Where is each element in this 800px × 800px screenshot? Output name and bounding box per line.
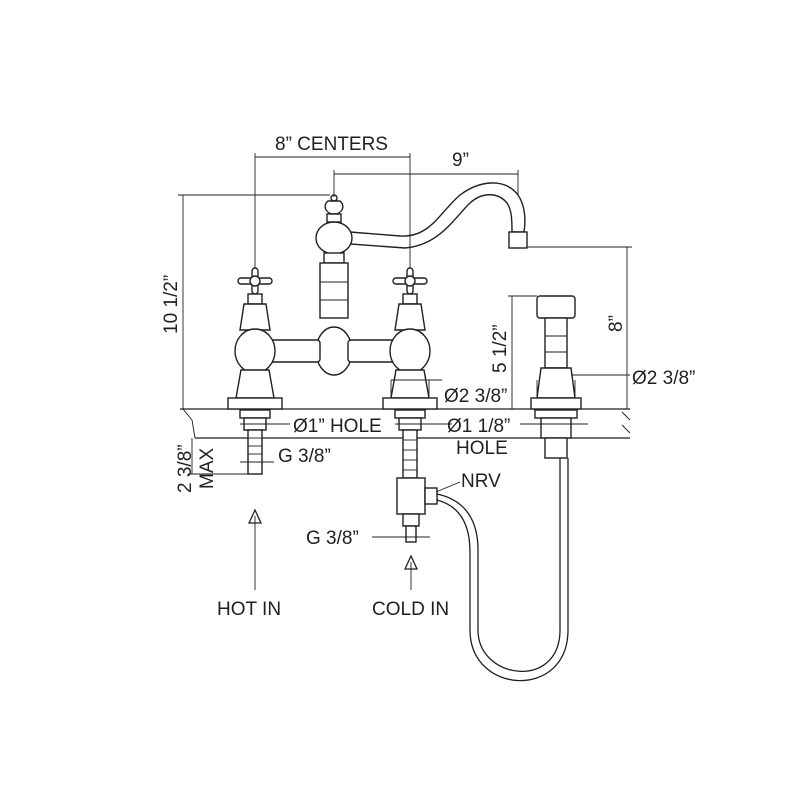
label-spout-reach: 9” — [452, 150, 469, 171]
label-hot-in: HOT IN — [217, 599, 281, 620]
label-nrv: NRV — [461, 471, 501, 492]
hot-valve-pillar — [227, 267, 283, 410]
bridge-faucet — [227, 182, 582, 410]
central-column — [315, 194, 353, 376]
label-hole-small: Ø1” HOLE — [293, 416, 382, 437]
label-centers: 8” CENTERS — [275, 134, 388, 155]
spout-outlet — [508, 231, 528, 249]
label-cold-in: COLD IN — [372, 599, 449, 620]
label-spout-height: 8” — [606, 315, 627, 332]
dimension-labels: 8” CENTERS 9” 10 1/2” 8” 5 1/2” Ø2 3/8” … — [161, 134, 695, 620]
label-spray-height: 5 1/2” — [490, 324, 511, 373]
dimension-lines — [178, 153, 632, 590]
label-thread-hot: G 3/8” — [278, 446, 331, 467]
spray-hose — [436, 458, 561, 672]
spout — [349, 182, 526, 249]
label-base-diameter: Ø2 3/8” — [444, 386, 507, 407]
label-deck-thickness: 2 3/8” — [175, 444, 196, 493]
label-hole-large: Ø1 1/8” — [447, 416, 510, 437]
under-deck-plumbing — [239, 409, 578, 682]
label-deck-thickness-max: MAX — [197, 448, 218, 490]
non-return-valve — [396, 477, 426, 515]
cold-valve-pillar — [382, 267, 438, 410]
label-spray-base-diameter: Ø2 3/8” — [632, 368, 695, 389]
label-hole-large-word: HOLE — [456, 438, 508, 459]
side-spray — [530, 295, 582, 410]
label-thread-cold: G 3/8” — [306, 528, 359, 549]
label-overall-height: 10 1/2” — [161, 275, 182, 334]
